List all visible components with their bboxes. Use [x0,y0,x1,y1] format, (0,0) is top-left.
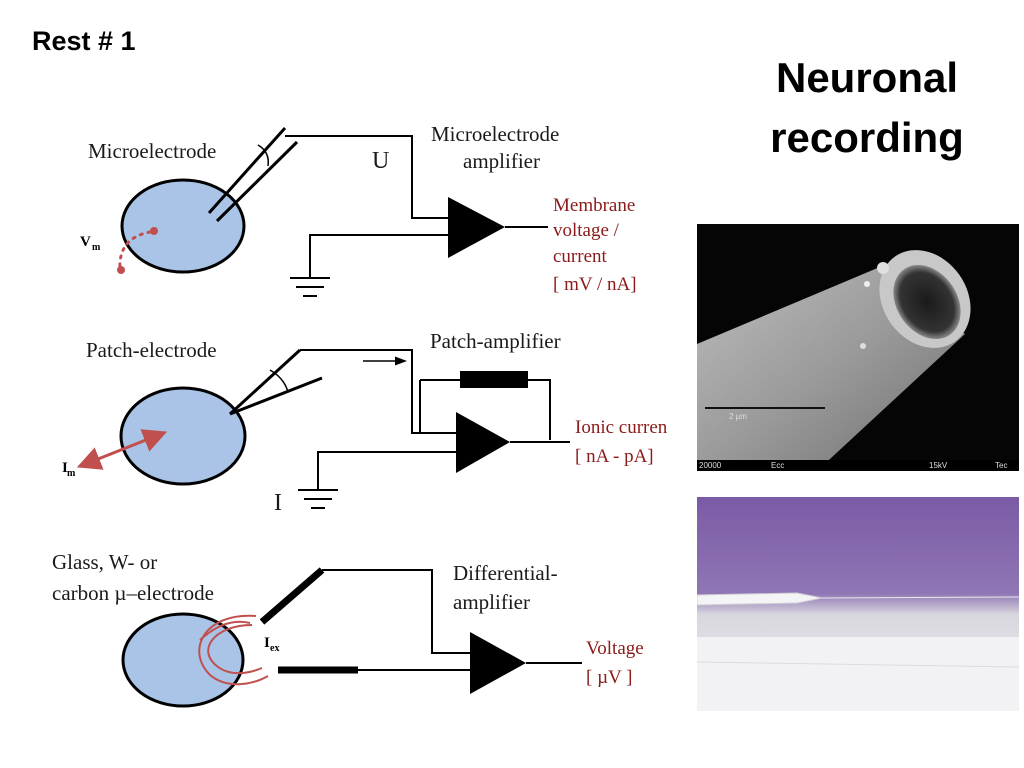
glass-pipette-drawing [697,497,1019,711]
signal-symbol-u: U [372,148,389,174]
patch-electrode-upper [228,348,302,416]
ground-symbol-2 [298,489,338,509]
amplifier-2-triangle [456,412,510,473]
output-1-line4: [ mV / nA] [553,274,637,295]
sem-footer-3: 15kV [929,461,948,470]
output-1-line2: voltage / [553,220,620,241]
microelectrode-angle-mark [257,144,270,167]
amplifier-3-label-line1: Differential- [453,561,558,585]
electrode-3-label-line2: carbon µ–electrode [52,581,214,605]
patch-amplifier-label: Patch-amplifier [430,329,561,353]
panel-patch-electrode: Patch-electrode Patch-amplifier Ionic cu… [62,329,668,516]
amplifier-3-triangle [470,632,526,694]
wire-2-signal [300,349,456,434]
im-symbol: I [62,460,68,476]
patch-angle-mark [269,369,289,393]
amplifier-1-label-line2: amplifier [463,149,540,173]
output-1-line1: Membrane [553,195,635,216]
vm-symbol: V [80,234,91,250]
iex-symbol: I [264,635,270,651]
title-line-1: Neuronal [775,54,959,101]
sem-electrode-photo: 2 µm 20000 Ecc 15kV Tec [697,224,1019,471]
output-2-line1: Ionic curren [575,417,668,438]
feedback-resistor [460,371,528,388]
output-3-line2: [ µV ] [586,667,632,688]
electrode-3-upper [259,567,325,625]
iex-subscript: ex [270,643,279,654]
microelectrode-shank-2 [215,140,299,223]
amplifier-1-triangle [448,197,505,258]
wire-1-ground [309,234,448,278]
slide-label: Rest # 1 [32,26,136,56]
electrode-3-label-line1: Glass, W- or [52,550,157,574]
panel-microelectrode: Microelectrode U Microelectrode amplifie… [80,122,637,297]
glass-pipette-photo [697,497,1019,711]
microelectrode-label: Microelectrode [88,139,216,163]
microelectrode-shank [207,127,287,214]
sem-scale-label: 2 µm [729,412,747,421]
slide-title: Neuronal recording [742,48,992,168]
current-symbol-i: I [274,490,282,516]
cell-2 [119,386,247,486]
sem-footer-2: Ecc [771,461,785,470]
output-3-line1: Voltage [586,638,644,659]
output-2-line2: [ nA - pA] [575,446,654,467]
membrane-current-arrow [76,429,168,470]
patch-electrode-label: Patch-electrode [86,338,217,362]
sem-electrode-drawing [697,250,1019,471]
im-subscript: m [67,468,76,479]
amplifier-1-label-line1: Microelectrode [431,122,559,146]
panel-differential: Glass, W- or carbon µ–electrode Differen… [52,550,644,708]
recording-diagram: Microelectrode U Microelectrode amplifie… [52,122,668,708]
wire-3-signal [322,569,470,654]
extracellular-current-loops [198,614,269,686]
title-line-2: recording [770,114,964,161]
sem-footer-1: 20000 [699,461,722,470]
ground-symbol-1 [290,277,330,297]
wire-2-ground [317,451,456,490]
patch-electrode-lower [229,376,323,416]
sem-footer-4: Tec [995,461,1008,470]
wire-1-signal [285,135,448,219]
cell-3 [121,612,245,708]
recording-site [150,227,158,235]
output-1-line3: current [553,246,608,267]
amplifier-3-label-line2: amplifier [453,590,530,614]
voltage-trace-dots [118,230,152,272]
cell-1 [120,178,246,274]
voltage-trace-end [117,266,125,274]
vm-subscript: m [92,242,101,253]
